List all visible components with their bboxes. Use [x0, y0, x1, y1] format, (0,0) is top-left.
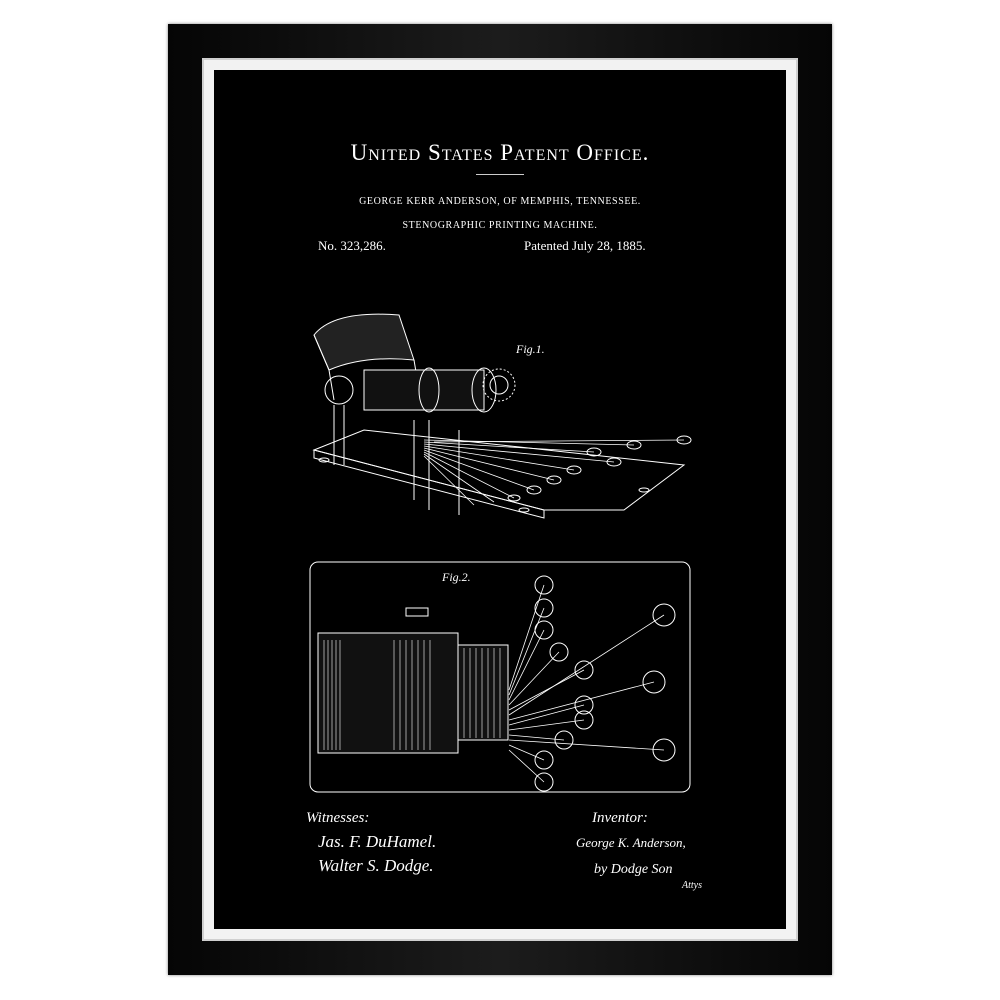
- attorney-signature: by Dodge Son: [594, 862, 673, 877]
- patent-date: Patented July 28, 1885.: [524, 238, 646, 253]
- witness-signature-2: Walter S. Dodge.: [318, 856, 434, 875]
- witnesses-label: Witnesses:: [306, 810, 370, 826]
- picture-frame: United States Patent Office. GEORGE KERR…: [168, 24, 832, 975]
- fig2-drawing: [309, 561, 691, 793]
- heading-divider: [476, 174, 524, 175]
- witness-signature-1: Jas. F. DuHamel.: [318, 832, 437, 851]
- fig1-label: Fig.1.: [516, 342, 545, 356]
- frame-mat: United States Patent Office. GEORGE KERR…: [202, 58, 798, 941]
- patent-poster: United States Patent Office. GEORGE KERR…: [214, 70, 786, 929]
- attys-label: Attys: [682, 880, 702, 891]
- fig2-label: Fig.2.: [442, 570, 471, 584]
- inventor-line: GEORGE KERR ANDERSON, OF MEMPHIS, TENNES…: [359, 196, 641, 207]
- inventor-label: Inventor:: [592, 810, 648, 826]
- fig1-drawing: [312, 313, 692, 519]
- patent-office-heading: United States Patent Office.: [350, 140, 650, 165]
- patent-number: No. 323,286.: [318, 238, 386, 253]
- inventor-signature: George K. Anderson,: [576, 835, 686, 850]
- patent-drawing: [309, 313, 692, 793]
- patent-title: STENOGRAPHIC PRINTING MACHINE.: [402, 220, 598, 231]
